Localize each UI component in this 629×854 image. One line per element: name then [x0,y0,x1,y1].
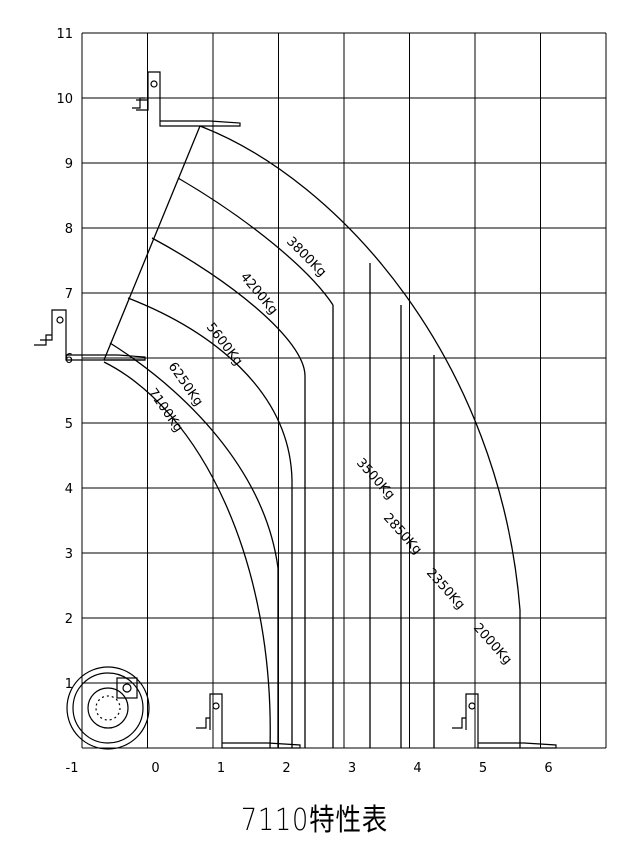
page-title: 7110特性表 [240,803,389,838]
fork-carriage-icon [34,309,146,361]
load-capacity-label: 2000Kg [470,621,515,668]
load-curve [127,297,293,481]
x-tick-label: 0 [151,761,159,776]
chart-grid [81,32,607,749]
y-tick-label: 5 [65,417,73,432]
y-tick-label: 10 [56,92,73,107]
load-capacity-label: 2850Kg [380,511,425,558]
x-tick-label: 1 [217,761,225,776]
load-curve [151,237,306,377]
x-tick-label: -1 [66,761,79,776]
boom-line [103,125,201,361]
load-curve [199,125,521,748]
x-tick-label: 6 [544,761,552,776]
y-tick-label: 7 [65,287,73,302]
y-tick-label: 9 [65,157,73,172]
y-tick-label: 11 [56,27,73,42]
load-curve [103,361,271,749]
load-capacity-label: 7100Kg [145,386,186,435]
fork-carriage-icon [452,693,557,749]
y-tick-label: 8 [65,222,73,237]
load-capacity-label: 3500Kg [353,456,398,503]
x-tick-label: 5 [479,761,487,776]
load-curve [109,342,279,569]
boom-envelope [103,125,201,361]
y-tick-label: 2 [65,612,73,627]
load-curve [177,177,334,306]
y-tick-label: 4 [65,482,73,497]
x-tick-label: 3 [348,761,356,776]
x-tick-label: 2 [282,761,290,776]
x-tick-label: 4 [413,761,421,776]
load-capacity-label: 5600Kg [203,320,246,369]
wheel-icon [66,666,150,750]
fork-carriage-icon [196,693,301,749]
y-tick-label: 3 [65,547,73,562]
load-curves [103,125,521,749]
load-capacity-label: 2350Kg [423,566,468,613]
fork-carriage-icon [132,71,241,127]
y-tick-label: 1 [65,677,73,692]
